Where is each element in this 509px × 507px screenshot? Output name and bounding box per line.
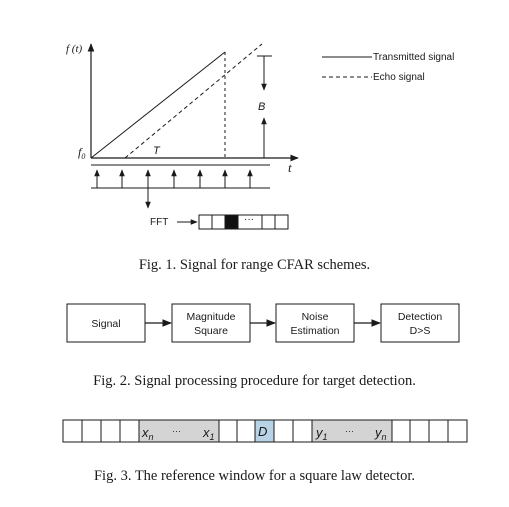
fig3-caption: Fig. 3. The reference window for a squar… (93, 468, 416, 484)
fig2-block-4-line1: Detection (398, 311, 443, 323)
fig2-block-signal (66, 303, 146, 343)
fig1-legend-echo: Echo signal (373, 72, 425, 83)
fig2-block-3-line1: Noise (302, 311, 329, 323)
fig3-lead-ellipsis: ··· (172, 426, 181, 436)
fig2-block-4-line2: D>S (410, 325, 431, 337)
fig2-block-1-line1: Signal (91, 318, 120, 330)
fig1-origin-label: f0 (78, 145, 85, 161)
fig2-caption: Fig. 2. Signal processing procedure for … (93, 373, 416, 389)
fig2-processing-flow: Signal Magnitude Square Noise Estimation… (66, 303, 460, 343)
fig1-caption: Fig. 1. Signal for range CFAR schemes. (138, 257, 371, 273)
fig1-fft-bins (198, 214, 289, 230)
fig1-legend-transmitted: Transmitted signal (373, 52, 454, 63)
fig1-echo-ramp (124, 43, 263, 159)
fig2-block-detection (380, 303, 460, 343)
fig1-y-axis-label: f (t) (66, 43, 83, 55)
fig1-transmitted-ramp (90, 51, 226, 159)
fig1-signal-diagram: f (t) t f0 T B Transmitted signal Echo s… (66, 43, 454, 230)
fig3-lag-ellipsis: ··· (345, 426, 354, 436)
fig3-y1-label: y1 (315, 425, 328, 442)
fig2-block-3-line2: Estimation (290, 325, 339, 337)
fig1-bandwidth-label: B (258, 101, 265, 113)
fig2-block-2-line2: Square (194, 325, 228, 337)
fig2-block-2-line1: Magnitude (186, 311, 235, 323)
fig2-block-magnitude-square (171, 303, 251, 343)
fig3-reference-window: xn ··· x1 D y1 ··· yn (62, 419, 468, 443)
fig3-cell-grid (62, 419, 468, 443)
fig3-xn-label: xn (141, 425, 154, 442)
fig3-yn-label: yn (374, 425, 387, 442)
fig1-x-axis-label: t (288, 160, 292, 175)
fig2-block-noise-estimation (275, 303, 355, 343)
fig3-cut-label: D (258, 424, 267, 439)
fig3-x1-label: x1 (202, 425, 215, 442)
fig1-sampling-arrows (91, 164, 270, 209)
fig1-period-label: T (153, 145, 161, 157)
fig1-fft-ellipsis: ··· (244, 214, 254, 225)
fig1-fft-label: FFT (150, 217, 168, 228)
